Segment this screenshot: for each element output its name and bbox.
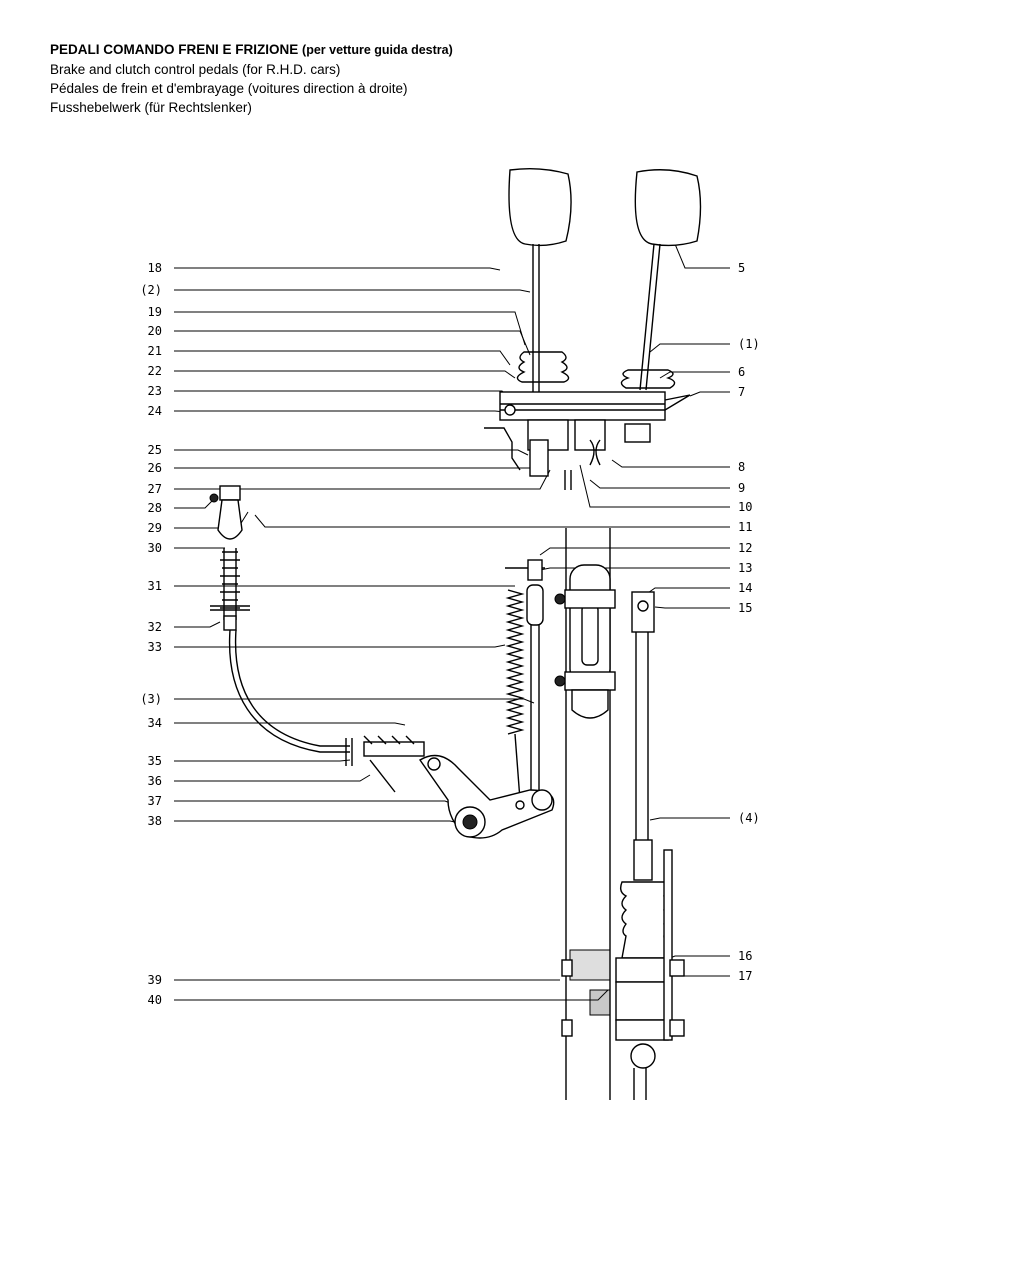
callout-leader-left [174, 698, 535, 704]
title-block: PEDALI COMANDO FRENI E FRIZIONE (per vet… [50, 40, 453, 117]
callout-label-left: (2) [140, 283, 162, 297]
callout-leader-right [539, 567, 730, 571]
clutch-pedal [634, 169, 702, 391]
callout-label-right: 12 [738, 541, 752, 555]
callout-leader-right [589, 479, 730, 489]
callout-leader-left [174, 644, 506, 648]
callout-label-right: (1) [738, 337, 760, 351]
callout-leader-right [674, 243, 730, 269]
push-rod [631, 591, 655, 881]
callout-leader-left [174, 311, 526, 346]
callout-label-left: 34 [148, 716, 162, 730]
callout-label-right: 16 [738, 949, 752, 963]
callout-leader-left [174, 267, 501, 271]
callout-label-left: 25 [148, 443, 162, 457]
callout-label-left: 37 [148, 794, 162, 808]
callout-label-right: 5 [738, 261, 745, 275]
callout-leader-left [174, 759, 351, 762]
callout-label-right: 8 [738, 460, 745, 474]
return-spring [505, 559, 545, 801]
callout-label-left: 38 [148, 814, 162, 828]
cable-upper-end [209, 485, 250, 631]
callout-label-left: 21 [148, 344, 162, 358]
callout-leader-left [174, 350, 511, 366]
callout-label-left: 20 [148, 324, 162, 338]
callout-label-right: 14 [738, 581, 752, 595]
callout-leader-right [659, 371, 730, 379]
callout-label-left: 39 [148, 973, 162, 987]
callout-leader-left [174, 497, 216, 509]
callout-label-right: 17 [738, 969, 752, 983]
callout-label-left: 30 [148, 541, 162, 555]
callout-label-left: 32 [148, 620, 162, 634]
callout-leader-left [174, 410, 506, 413]
callout-leader-left [174, 621, 221, 628]
master-cylinder-column [554, 528, 616, 1100]
callout-leader-right [689, 391, 730, 397]
callout-label-left: 26 [148, 461, 162, 475]
callout-leader-left [174, 370, 516, 379]
callout-leader-right [254, 514, 730, 528]
callout-label-left: 33 [148, 640, 162, 654]
pedal-bracket [484, 391, 691, 490]
leader-lines [174, 243, 730, 1001]
callout-label-right: (4) [738, 811, 760, 825]
title-german: Fusshebelwerk (für Rechtslenker) [50, 100, 252, 115]
callout-label-left: (3) [140, 692, 162, 706]
callout-leader-right [654, 606, 730, 609]
callout-leader-left [174, 330, 531, 356]
callout-label-right: 9 [738, 481, 745, 495]
callout-label-right: 7 [738, 385, 745, 399]
callout-label-left: 18 [148, 261, 162, 275]
title-english: Brake and clutch control pedals (for R.H… [50, 62, 341, 77]
callout-leader-left [174, 722, 406, 726]
callout-label-right: 15 [738, 601, 752, 615]
callout-label-left: 28 [148, 501, 162, 515]
callout-label-right: 13 [738, 561, 752, 575]
title-italian: PEDALI COMANDO FRENI E FRIZIONE (per vet… [50, 40, 453, 60]
clutch-cable [228, 629, 425, 793]
title-italian-sub: (per vetture guida destra) [302, 43, 453, 57]
callout-label-left: 19 [148, 305, 162, 319]
callout-label-left: 22 [148, 364, 162, 378]
callout-leader-left [174, 820, 461, 824]
callout-leader-right [649, 817, 730, 821]
callout-leader-right [644, 587, 730, 596]
callout-label-left: 27 [148, 482, 162, 496]
callout-label-left: 40 [148, 993, 162, 1007]
callout-leader-right [539, 547, 730, 556]
callout-leader-right [649, 343, 730, 353]
callout-label-right: 6 [738, 365, 745, 379]
callout-label-left: 29 [148, 521, 162, 535]
callout-leader-left [174, 774, 371, 782]
callout-leader-left [174, 390, 513, 401]
pedal-boots [516, 351, 676, 389]
title-italian-main: PEDALI COMANDO FRENI E FRIZIONE [50, 42, 299, 57]
callout-label-left: 35 [148, 754, 162, 768]
brake-pedal [508, 167, 572, 400]
callout-label-left: 24 [148, 404, 162, 418]
callout-leader-right [611, 459, 730, 468]
callout-label-left: 23 [148, 384, 162, 398]
master-cylinder-body [561, 849, 685, 1100]
callout-leader-left [174, 449, 529, 456]
callout-label-right: 10 [738, 500, 752, 514]
title-french: Pédales de frein et d'embrayage (voiture… [50, 81, 408, 96]
callout-leader-left [174, 989, 609, 1001]
callout-leader-left [174, 289, 531, 293]
callout-label-left: 36 [148, 774, 162, 788]
callout-leader-right [579, 464, 730, 508]
callout-labels: 18 (2) 19 20 21 22 23 24 25 26 27 28 29 30 31 32 33 (3) 34… [140, 261, 759, 1007]
callout-label-left: 31 [148, 579, 162, 593]
clutch-lever [418, 754, 555, 839]
callout-leader-left [174, 800, 456, 806]
callout-label-right: 11 [738, 520, 752, 534]
